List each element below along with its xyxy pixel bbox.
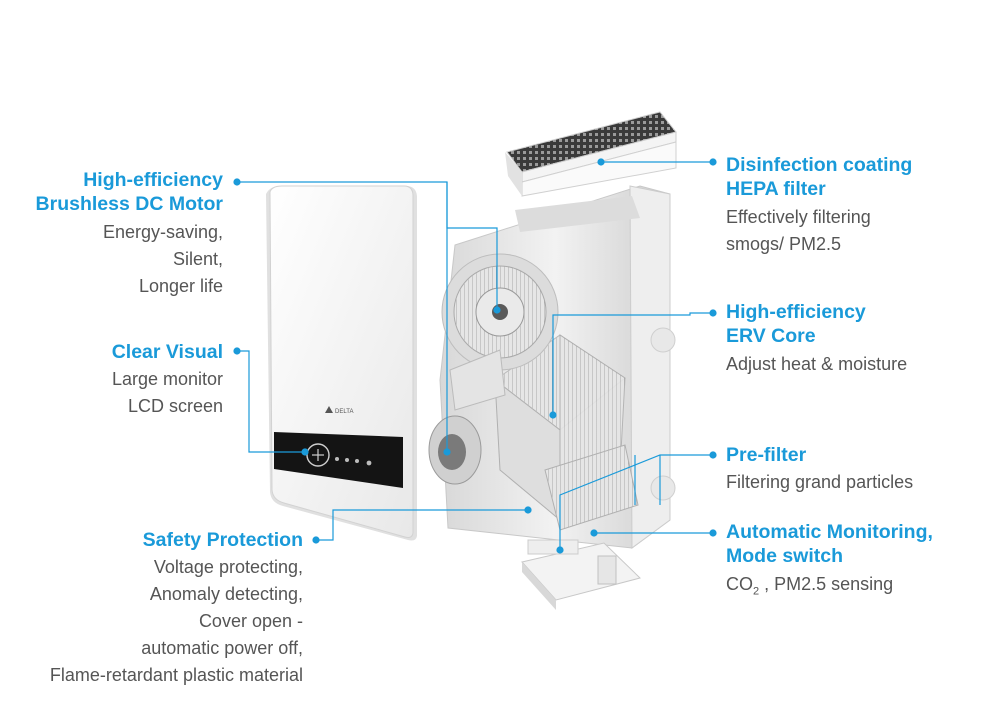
svg-text:DELTA: DELTA [335,409,353,415]
callout-prefilter: Pre-filter Filtering grand particles [726,443,913,496]
front-panel: DELTA [266,185,417,541]
callout-safety-desc-1: Voltage protecting, [153,557,303,578]
callout-prefilter-desc: Filtering grand particles [726,472,914,493]
callout-motor-title-2: Brushless DC Motor [35,193,223,216]
callout-visual-desc-1: Large monitor [111,369,223,390]
callout-prefilter-title: Pre-filter [726,444,807,466]
led-icon [345,458,349,462]
sensing-text: , PM2.5 sensing [759,573,894,594]
callout-hepa-title-2: HEPA filter [726,178,826,201]
callout-safety-desc-2: Anomaly detecting, [149,584,303,605]
callout-safety: Safety Protection Voltage protecting, An… [50,528,303,689]
callout-safety-desc-5: Flame-retardant plastic material [49,665,303,686]
co2-subscript: 2 [753,585,760,598]
callout-erv-title-1: High-efficiency [726,301,866,323]
callout-monitoring-desc: CO2 , PM2.5 sensing [726,571,933,606]
hepa-filter [505,111,677,197]
callout-visual-title: Clear Visual [111,341,223,363]
callout-monitoring-title-1: Automatic Monitoring, [726,521,933,543]
callout-safety-title: Safety Protection [142,529,303,551]
led-icon [366,460,372,466]
led-icon [335,457,339,461]
callout-visual-desc-2: LCD screen [127,396,223,417]
callout-safety-desc-4: automatic power off, [141,638,303,659]
callout-hepa-title-1: Disinfection coating [726,154,913,176]
brand-logo-icon [325,406,333,413]
callout-motor: High-efficiency Brushless DC Motor Energ… [36,168,223,300]
callout-hepa-desc-2: smogs/ PM2.5 [726,233,842,254]
led-icon [355,459,359,463]
callout-erv-title-2: ERV Core [726,325,816,348]
callout-monitoring: Automatic Monitoring, Mode switch CO2 , … [726,520,933,605]
callout-motor-title-1: High-efficiency [83,169,223,191]
callout-erv-desc: Adjust heat & moisture [726,353,908,374]
unit-body [428,185,676,549]
callout-motor-desc-2: Silent, [172,248,223,269]
callout-erv: High-efficiency ERV Core Adjust heat & m… [726,300,907,378]
fan-icon [306,443,330,467]
callout-hepa-desc-1: Effectively filtering [726,206,871,227]
callout-monitoring-title-2: Mode switch [726,545,844,568]
co2-text: CO [726,573,753,594]
sensor-tray [521,539,641,610]
callout-motor-desc-1: Energy-saving, [102,221,223,242]
callout-safety-desc-3: Cover open - [198,611,303,632]
callout-hepa: Disinfection coating HEPA filter Effecti… [726,153,912,258]
callout-visual: Clear Visual Large monitor LCD screen [112,340,223,420]
callout-motor-desc-3: Longer life [138,275,223,296]
leader-lines [233,158,717,554]
